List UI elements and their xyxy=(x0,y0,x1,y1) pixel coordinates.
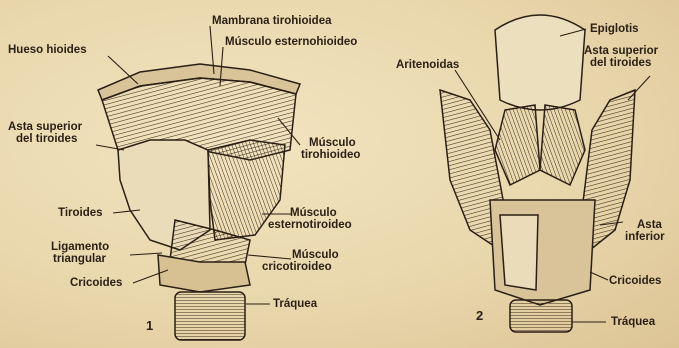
trachea-shape-2 xyxy=(510,300,572,332)
label-line: triangular xyxy=(51,253,109,265)
arytenoid-shape-right xyxy=(540,105,585,185)
epiglottis-shape xyxy=(495,15,585,110)
label-tiroides: Tiroides xyxy=(58,207,103,219)
label-line: del tiroides xyxy=(584,57,658,69)
arytenoid-shape xyxy=(495,105,540,185)
label-asta-superior-tiroides-2: Asta superior del tiroides xyxy=(584,45,658,69)
trachea-shape-1 xyxy=(175,292,245,340)
label-traquea-2: Tráquea xyxy=(611,316,655,328)
label-musculo-esternohioideo: Músculo esternohioideo xyxy=(225,36,357,48)
label-line: Músculo xyxy=(301,137,360,149)
label-line: Asta superior xyxy=(8,121,82,133)
label-line: Asta xyxy=(625,219,665,231)
label-membrana-tirohioidea: Mambrana tirohioidea xyxy=(212,15,332,27)
label-traquea-1: Tráquea xyxy=(273,298,317,310)
cricoid-muscle-shape xyxy=(500,215,538,290)
label-cricoides-1: Cricoides xyxy=(70,277,122,289)
label-line: tirohioideo xyxy=(301,149,360,161)
label-hueso-hioides: Hueso hioides xyxy=(8,44,87,56)
label-ligamento-triangular: Ligamento triangular xyxy=(51,241,109,265)
label-line: del tiroides xyxy=(8,133,82,145)
label-cricoides-2: Cricoides xyxy=(609,275,661,287)
label-epiglotis: Epiglotis xyxy=(590,23,639,35)
label-asta-inferior: Asta inferior xyxy=(625,219,665,243)
label-aritenoidas: Aritenoidas xyxy=(396,59,459,71)
label-line: cricotiroideo xyxy=(262,261,339,273)
label-line: Asta superior xyxy=(584,45,658,57)
figure-1-drawing xyxy=(98,64,300,340)
figure-1-number: 1 xyxy=(146,318,153,333)
label-line: Músculo xyxy=(262,249,339,261)
label-musculo-esternotiroideo: Músculo esternotiroideo xyxy=(268,207,352,231)
label-musculo-tirohioideo: Músculo tirohioideo xyxy=(301,137,360,161)
label-line: esternotiroideo xyxy=(268,219,352,231)
label-line: Ligamento xyxy=(51,241,109,253)
label-line: Músculo xyxy=(268,207,352,219)
label-musculo-cricotiroideo: Músculo cricotiroideo xyxy=(262,249,339,273)
figure-2-number: 2 xyxy=(476,308,483,323)
label-line: inferior xyxy=(625,231,665,243)
label-asta-superior-tiroides-1: Asta superior del tiroides xyxy=(8,121,82,145)
